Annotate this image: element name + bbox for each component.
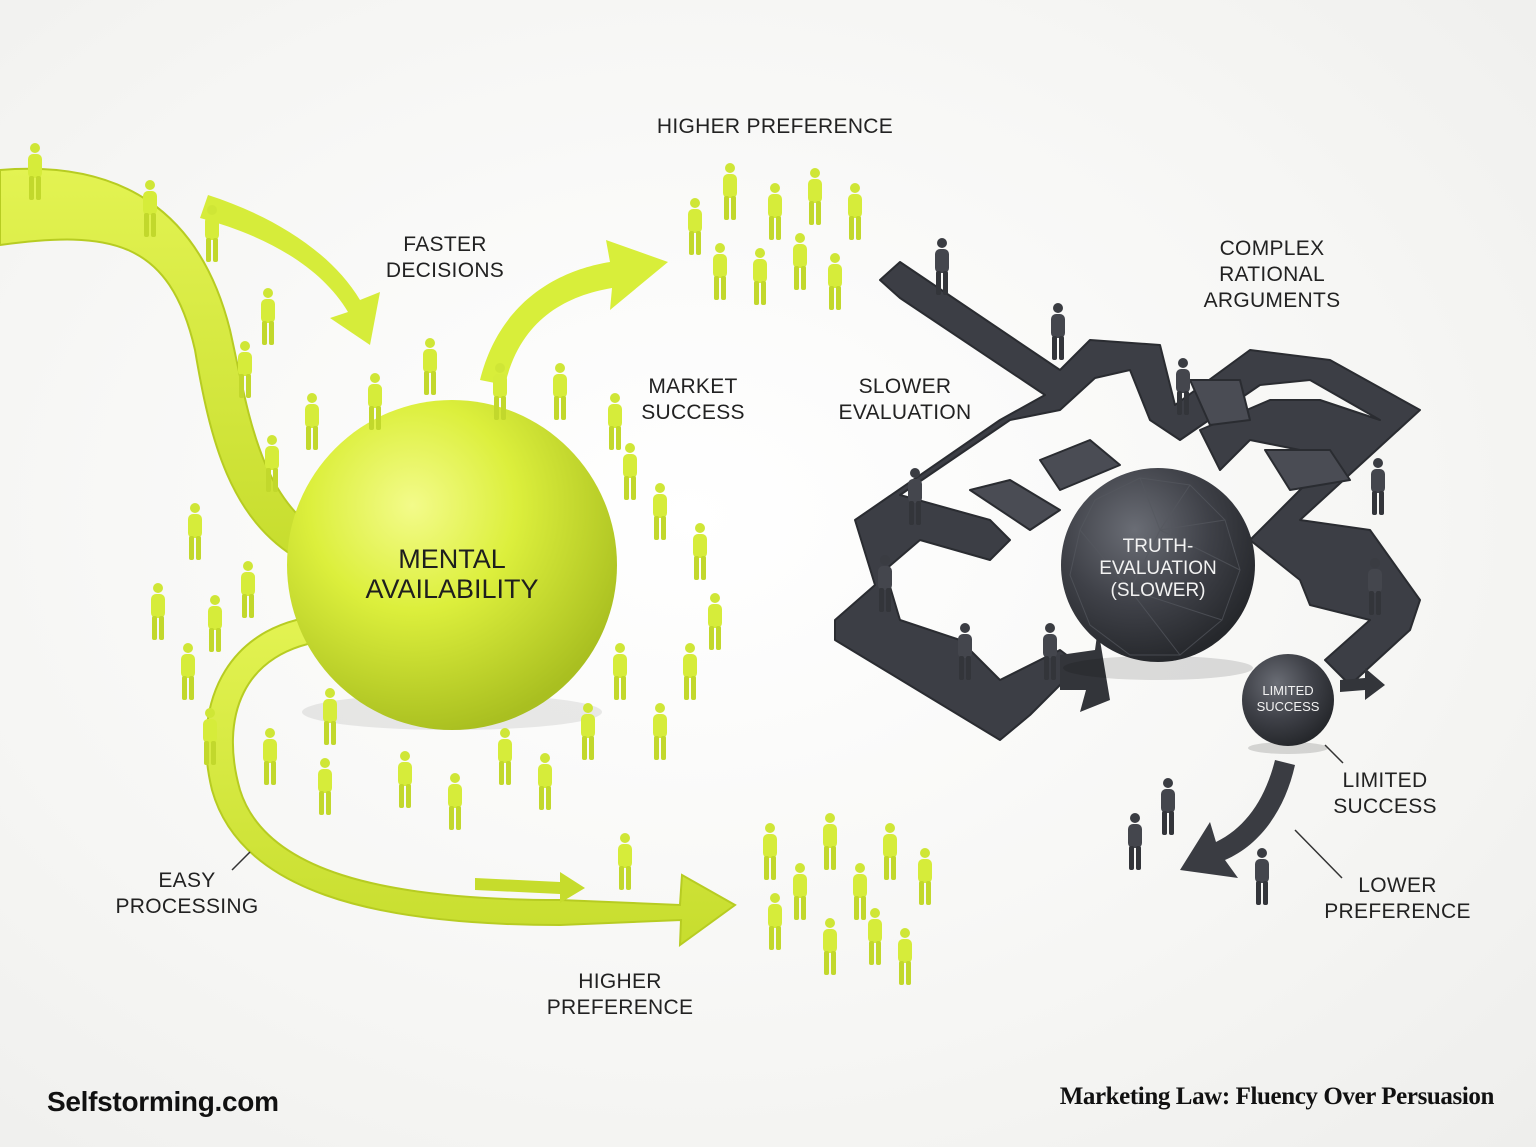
- maze: [834, 261, 1421, 741]
- lime-group-bottom: [763, 813, 932, 985]
- lime-arrow-top: [480, 240, 668, 385]
- callout-easy-processing: [231, 851, 251, 871]
- dark-arrow-down: [1180, 760, 1295, 878]
- sphere-facets: [1069, 477, 1241, 656]
- slower-evaluation-label: SLOWER EVALUATION: [838, 375, 972, 424]
- brand-logo-text: Selfstorming.com: [47, 1086, 279, 1117]
- maze-side-arrow: [1340, 668, 1385, 700]
- mental-availability-text: MENTAL AVAILABILITY: [365, 544, 539, 604]
- lime-small-arrow: [475, 872, 585, 903]
- market-success-label: MARKET SUCCESS: [641, 375, 745, 424]
- complex-rational-arguments-label: COMPLEX RATIONAL ARGUMENTS: [1203, 237, 1341, 312]
- limited-success-sphere-text: LIMITED SUCCESS: [1256, 683, 1320, 714]
- maze-exit-arrow: [1060, 628, 1110, 712]
- truth-evaluation-sphere: [1061, 468, 1255, 662]
- higher-preference-top-label: HIGHER PREFERENCE: [656, 115, 894, 138]
- limited-success-sphere: [1242, 654, 1334, 746]
- easy-processing-label: EASY PROCESSING: [115, 869, 259, 918]
- truth-evaluation-text: TRUTH- EVALUATION (SLOWER): [1099, 536, 1217, 601]
- mental-availability-sphere: [287, 400, 617, 730]
- limited-success-label: LIMITED SUCCESS: [1333, 769, 1437, 818]
- lower-preference-label: LOWER PREFERENCE: [1324, 874, 1471, 923]
- faster-decisions-label: FASTER DECISIONS: [385, 233, 505, 282]
- callout-lower-preference: [1294, 829, 1343, 879]
- diagram-title: Marketing Law: Fluency Over Persuasion: [1059, 1083, 1495, 1110]
- lime-group-top: [688, 163, 862, 310]
- higher-preference-bottom-label: HIGHER PREFERENCE: [546, 970, 694, 1019]
- callout-limited-success: [1324, 744, 1344, 764]
- lime-arrow-faster: [200, 195, 380, 345]
